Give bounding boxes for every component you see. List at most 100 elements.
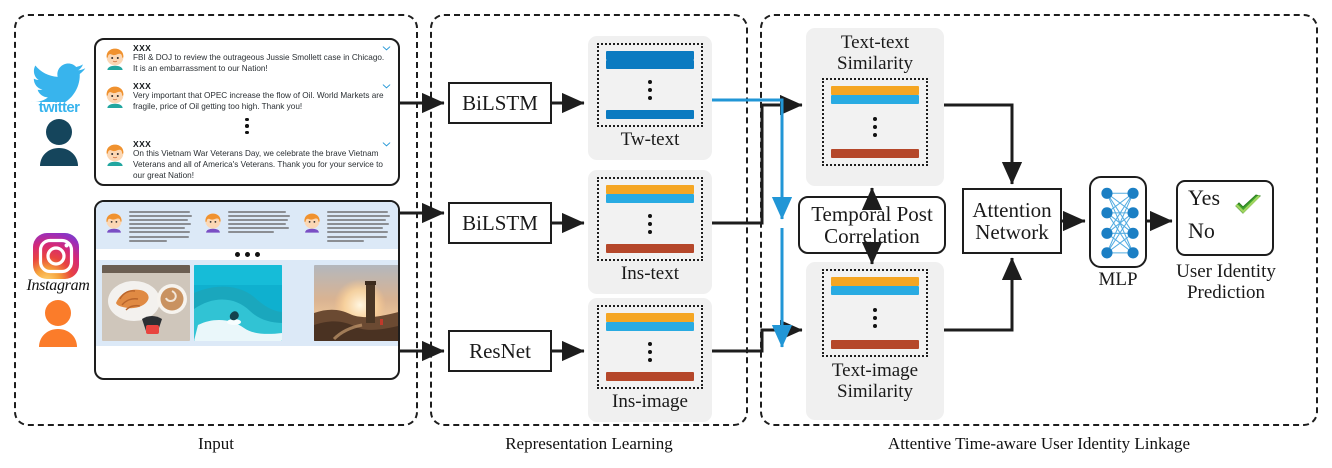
tweet-avatar <box>103 142 127 167</box>
green-check-icon <box>1235 194 1261 214</box>
stage-caption-representation: Representation Learning <box>505 434 673 453</box>
instagram-post-avatar <box>103 211 125 233</box>
prediction-label-line2: Prediction <box>1186 281 1266 303</box>
similarity-bar <box>831 340 919 349</box>
twitter-wordmark: twitter <box>38 99 80 116</box>
feature-ellipsis <box>606 69 694 110</box>
user-identity-prediction-label: User Identity Prediction <box>1158 261 1294 304</box>
feature-label-ins-image: Ins-image <box>612 391 688 412</box>
similarity-ellipsis <box>831 295 919 340</box>
feature-label-ins-text: Ins-text <box>620 263 680 284</box>
instagram-text-post-row <box>96 202 398 249</box>
photo-sunset-tower <box>314 264 398 341</box>
similarity-bar <box>831 277 919 286</box>
feature-ellipsis <box>606 331 694 372</box>
instagram-text-post <box>298 209 394 242</box>
instagram-post-text-lines <box>228 209 292 242</box>
tweet-body: XXX On this Vietnam War Veterans Day, we… <box>133 139 389 182</box>
similarity-bars-text-image <box>822 269 928 357</box>
similarity-ellipsis <box>831 104 919 149</box>
feature-bar <box>606 185 694 194</box>
similarity-label-line2: Similarity <box>837 380 913 402</box>
feature-bar <box>606 372 694 381</box>
attention-box-line1: Attention <box>972 197 1052 222</box>
instagram-text-post <box>199 209 295 242</box>
feature-block-ins-image: Ins-image <box>588 298 712 422</box>
instagram-ellipsis <box>96 248 398 260</box>
temporal-box-line2: Correlation <box>824 224 920 248</box>
instagram-feed-card <box>94 200 400 380</box>
tweet-handle: XXX <box>133 80 152 91</box>
similarity-label-line1: Text-text <box>840 32 910 53</box>
feature-bar <box>606 194 694 203</box>
twitter-feed-card: XXX FBI & DOJ to review the outrageous J… <box>94 38 400 186</box>
tweet-body: XXX Very important that OPEC increase th… <box>133 81 389 113</box>
prediction-no-option[interactable]: No <box>1188 218 1215 243</box>
instagram-post-avatar <box>301 211 323 233</box>
mlp-label: MLP <box>1098 269 1138 290</box>
instagram-photo-row <box>96 259 398 346</box>
feature-bar <box>606 322 694 331</box>
similarity-bar <box>831 286 919 295</box>
tweet-row: XXX On this Vietnam War Veterans Day, we… <box>96 136 398 184</box>
instagram-user-silhouette <box>33 299 83 347</box>
tweet-ellipsis <box>96 116 398 137</box>
feature-ellipsis <box>606 203 694 244</box>
twitter-bird-logo <box>30 62 88 107</box>
photo-croissant-coffee <box>102 264 190 341</box>
similarity-block-text-image: Text-image Similarity <box>806 262 944 420</box>
similarity-bar <box>831 95 919 105</box>
similarity-label-text-image: Text-image Similarity <box>831 360 919 402</box>
photo-surfing-wave <box>194 264 282 341</box>
feature-label-tw-text: Tw-text <box>620 129 680 150</box>
feature-block-ins-text: Ins-text <box>588 170 712 294</box>
feature-bar <box>606 313 694 322</box>
chevron-down-icon[interactable] <box>382 84 391 89</box>
similarity-bars-text-text <box>822 78 928 167</box>
tweet-text: On this Vietnam War Veterans Day, we cel… <box>133 149 383 180</box>
similarity-bar <box>831 86 919 96</box>
stage-panel-input <box>14 14 418 426</box>
feature-bar <box>606 244 694 253</box>
encoder-bilstm-twitter[interactable]: BiLSTM <box>448 82 552 124</box>
prediction-label-line1: User Identity <box>1176 261 1276 282</box>
tweet-avatar <box>103 46 127 70</box>
attention-network-box[interactable]: Attention Network <box>962 188 1062 254</box>
encoder-resnet-instagram[interactable]: ResNet <box>448 330 552 372</box>
feature-bar <box>606 51 694 60</box>
chevron-down-icon[interactable] <box>382 142 391 147</box>
tweet-row: XXX Very important that OPEC increase th… <box>96 78 398 116</box>
similarity-block-text-text: Text-text Similarity <box>806 28 944 186</box>
instagram-wordmark: Instagram <box>26 277 90 294</box>
feature-bar <box>606 110 694 119</box>
similarity-label-line1: Text-image <box>831 360 919 381</box>
tweet-handle: XXX <box>133 139 152 150</box>
encoder-bilstm-instagram[interactable]: BiLSTM <box>448 202 552 244</box>
temporal-box-line1: Temporal Post <box>811 201 933 226</box>
instagram-post-text-lines <box>129 209 193 242</box>
user-identity-prediction-box: Yes No <box>1176 180 1274 256</box>
tweet-text: FBI & DOJ to review the outrageous Jussi… <box>133 53 385 73</box>
stage-caption-input: Input <box>198 434 234 453</box>
similarity-label-line2: Similarity <box>837 52 913 74</box>
tweet-row: XXX FBI & DOJ to review the outrageous J… <box>96 40 398 78</box>
feature-block-tw-text: Tw-text <box>588 36 712 160</box>
prediction-yes-option[interactable]: Yes <box>1188 185 1221 210</box>
twitter-user-silhouette <box>34 118 84 166</box>
temporal-post-correlation-box[interactable]: Temporal Post Correlation <box>798 196 946 254</box>
feature-bar <box>606 60 694 69</box>
instagram-text-post <box>100 209 196 242</box>
instagram-post-text-lines <box>327 209 391 242</box>
mlp-box[interactable] <box>1089 176 1147 268</box>
stage-caption-linkage: Attentive Time-aware User Identity Linka… <box>887 434 1191 453</box>
tweet-avatar <box>103 84 127 108</box>
instagram-post-avatar <box>202 211 224 233</box>
feature-bars-tw-text <box>597 43 703 127</box>
chevron-down-icon[interactable] <box>382 46 391 51</box>
similarity-bar <box>831 149 919 159</box>
feature-bars-ins-image <box>597 305 703 389</box>
attention-box-line2: Network <box>975 220 1049 244</box>
tweet-body: XXX FBI & DOJ to review the outrageous J… <box>133 43 389 75</box>
instagram-logo <box>32 232 80 280</box>
